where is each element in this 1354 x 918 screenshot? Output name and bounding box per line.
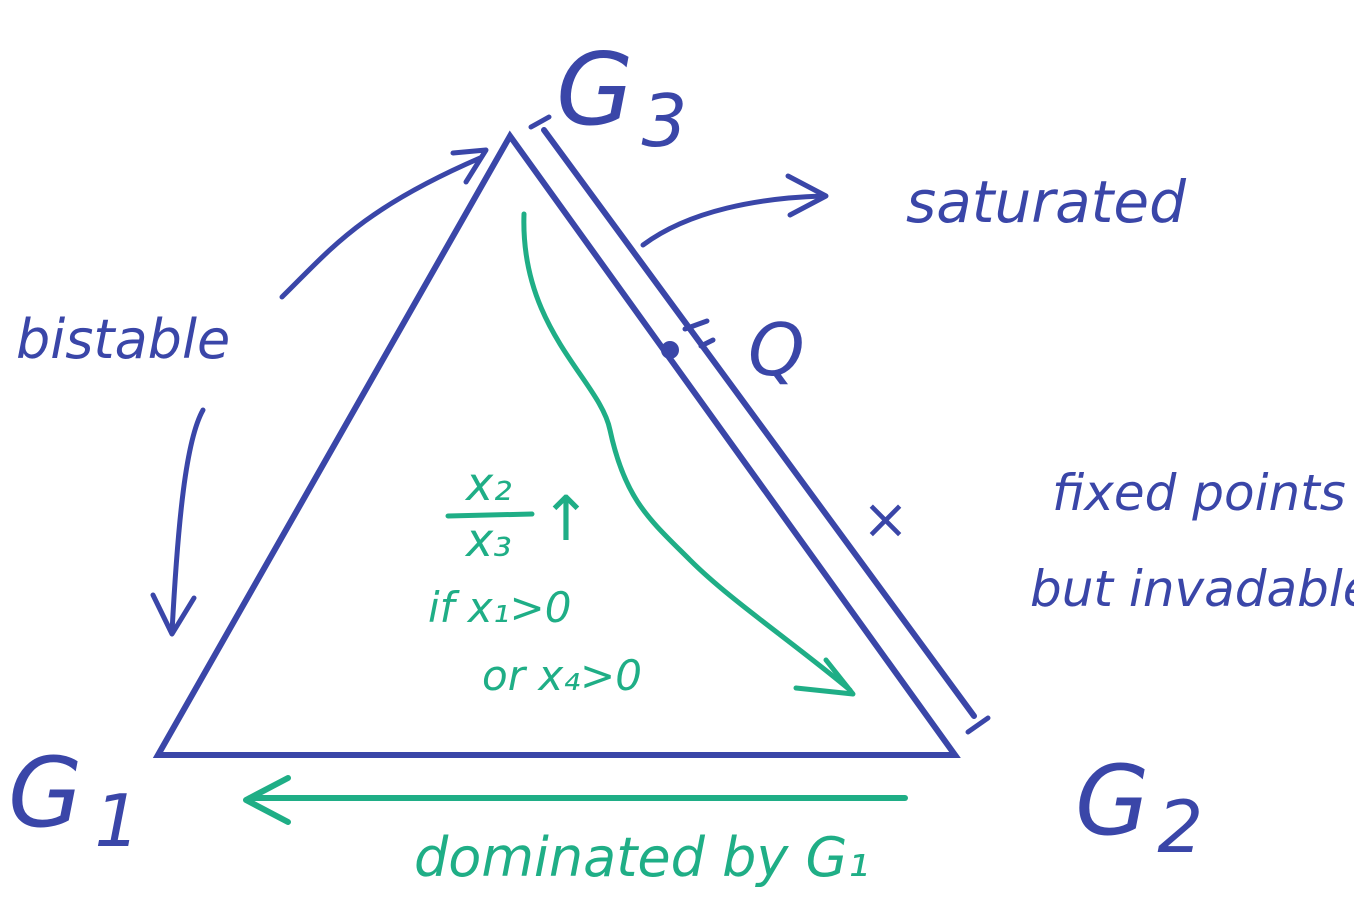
saturated-arrowhead (785, 173, 829, 218)
bracket-tick-mid-right (698, 337, 716, 349)
ratio-fraction-bar (445, 511, 535, 519)
bracket-tick-top (528, 114, 552, 130)
inner-trajectory-head (793, 657, 856, 697)
fixed-points-label: fixed points (1052, 464, 1346, 522)
bistable-arrow-down (169, 407, 206, 635)
bracket-tick-mid-left (682, 318, 710, 332)
bistable-label: bistable (16, 308, 230, 371)
inner-trajectory (521, 211, 853, 693)
but-invadable-label: but invadable (1030, 560, 1354, 618)
dominated-label: dominated by G₁ (414, 826, 869, 889)
bracket-tick-bottom (965, 715, 991, 735)
saturated-label: saturated (906, 168, 1187, 236)
saturated-arrow (640, 193, 825, 248)
edge-parallel-line (541, 127, 977, 719)
cross-mark: × (862, 487, 909, 552)
q-label: Q (748, 308, 805, 392)
ratio-up-arrow: ↑ (540, 482, 592, 555)
bistable-arrow-up (279, 155, 483, 300)
ratio-numerator: x₂ (464, 457, 512, 511)
bistable-arrow-down-head (150, 592, 197, 637)
q-point-dot (661, 341, 679, 359)
simplex-triangle (152, 130, 961, 758)
bistable-arrow-up-head (450, 147, 489, 185)
ratio-denominator: x₃ (464, 513, 512, 567)
condition-line-2: or x₄>0 (482, 651, 642, 700)
condition-line-1: if x₁>0 (428, 583, 571, 632)
dominated-arrowhead (243, 775, 291, 825)
